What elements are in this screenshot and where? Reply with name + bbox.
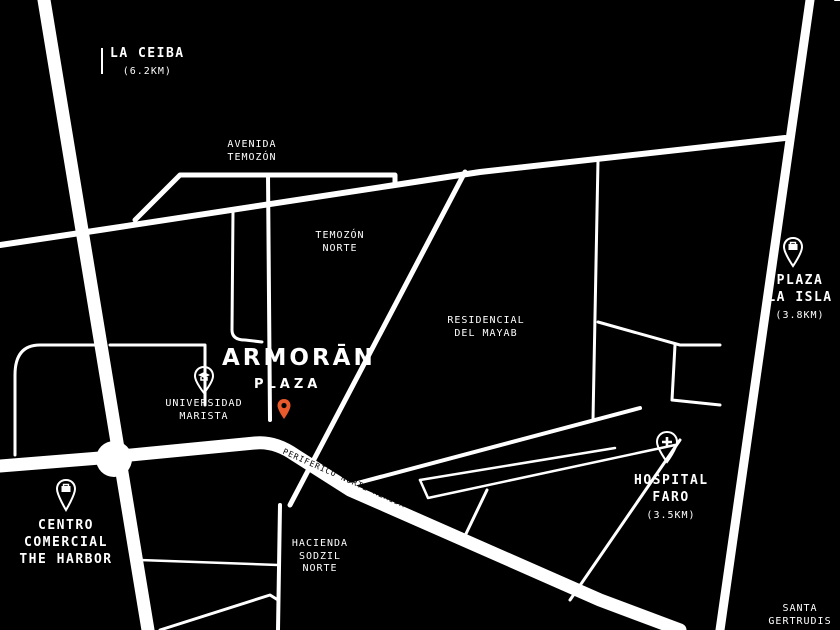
place-plaza-la-isla[interactable]: PLAZA LA ISLA (3.8KM) bbox=[767, 273, 833, 321]
road-hacienda-west bbox=[276, 503, 282, 630]
place-hospital-faro[interactable]: HOSPITAL FARO (3.5KM) bbox=[634, 473, 709, 521]
road-west-curve bbox=[13, 343, 107, 457]
label-avenida-temozon: AVENIDA TEMOZÓN bbox=[227, 139, 277, 163]
road-carretera-merida-progreso bbox=[37, 0, 155, 630]
label-santa-gertrudis: SANTA GERTRUDIS bbox=[768, 603, 832, 627]
road-diagonal bbox=[287, 169, 468, 508]
la-ceiba-distance: (6.2KM) bbox=[122, 65, 172, 77]
location-pin-icon[interactable] bbox=[276, 398, 292, 420]
road-hospital-diagonal bbox=[568, 438, 682, 602]
road-south-east bbox=[461, 488, 489, 542]
road-mayab-east bbox=[348, 406, 642, 487]
road-north-connector bbox=[108, 343, 207, 407]
shopping-pin-icon[interactable] bbox=[782, 236, 804, 268]
graduation-cap-pin-icon[interactable] bbox=[193, 365, 215, 395]
label-residencial-del-mayab: RESIDENCIAL DEL MAYAB bbox=[447, 315, 525, 339]
road-periferico-norte bbox=[0, 436, 687, 630]
road-south-west bbox=[158, 593, 280, 630]
brand-sub: PLAZA bbox=[254, 377, 322, 392]
road-south-west-2 bbox=[138, 558, 280, 567]
label-temozon-norte: TEMOZÓN NORTE bbox=[315, 230, 365, 254]
road-avenida-temozon bbox=[0, 135, 788, 248]
roundabout bbox=[96, 441, 132, 477]
place-centro-comercial[interactable]: CENTRO COMERCIAL THE HARBOR bbox=[19, 518, 113, 567]
brand-name: ARMORĀN bbox=[222, 345, 376, 371]
label-hacienda-sodzil-norte: HACIENDA SODZIL NORTE bbox=[291, 538, 349, 574]
place-la-ceiba[interactable]: LA CEIBA (6.2KM) bbox=[110, 46, 185, 78]
marker-line-icon bbox=[101, 48, 103, 74]
la-ceiba-name: LA CEIBA bbox=[110, 46, 185, 61]
shopping-pin-icon-centro[interactable] bbox=[55, 478, 77, 512]
road-temozon-loop bbox=[132, 172, 398, 223]
road-east-highway bbox=[715, 0, 815, 630]
road-mayab-east-2 bbox=[418, 446, 617, 482]
road-plaza-loop bbox=[230, 208, 264, 344]
road-mayab-spur bbox=[418, 443, 677, 500]
road-east-block bbox=[591, 158, 722, 422]
road-north-south bbox=[266, 173, 272, 422]
medical-cross-pin-icon[interactable] bbox=[655, 430, 679, 464]
place-universidad-marista[interactable]: UNIVERSIDAD MARISTA bbox=[165, 398, 243, 422]
